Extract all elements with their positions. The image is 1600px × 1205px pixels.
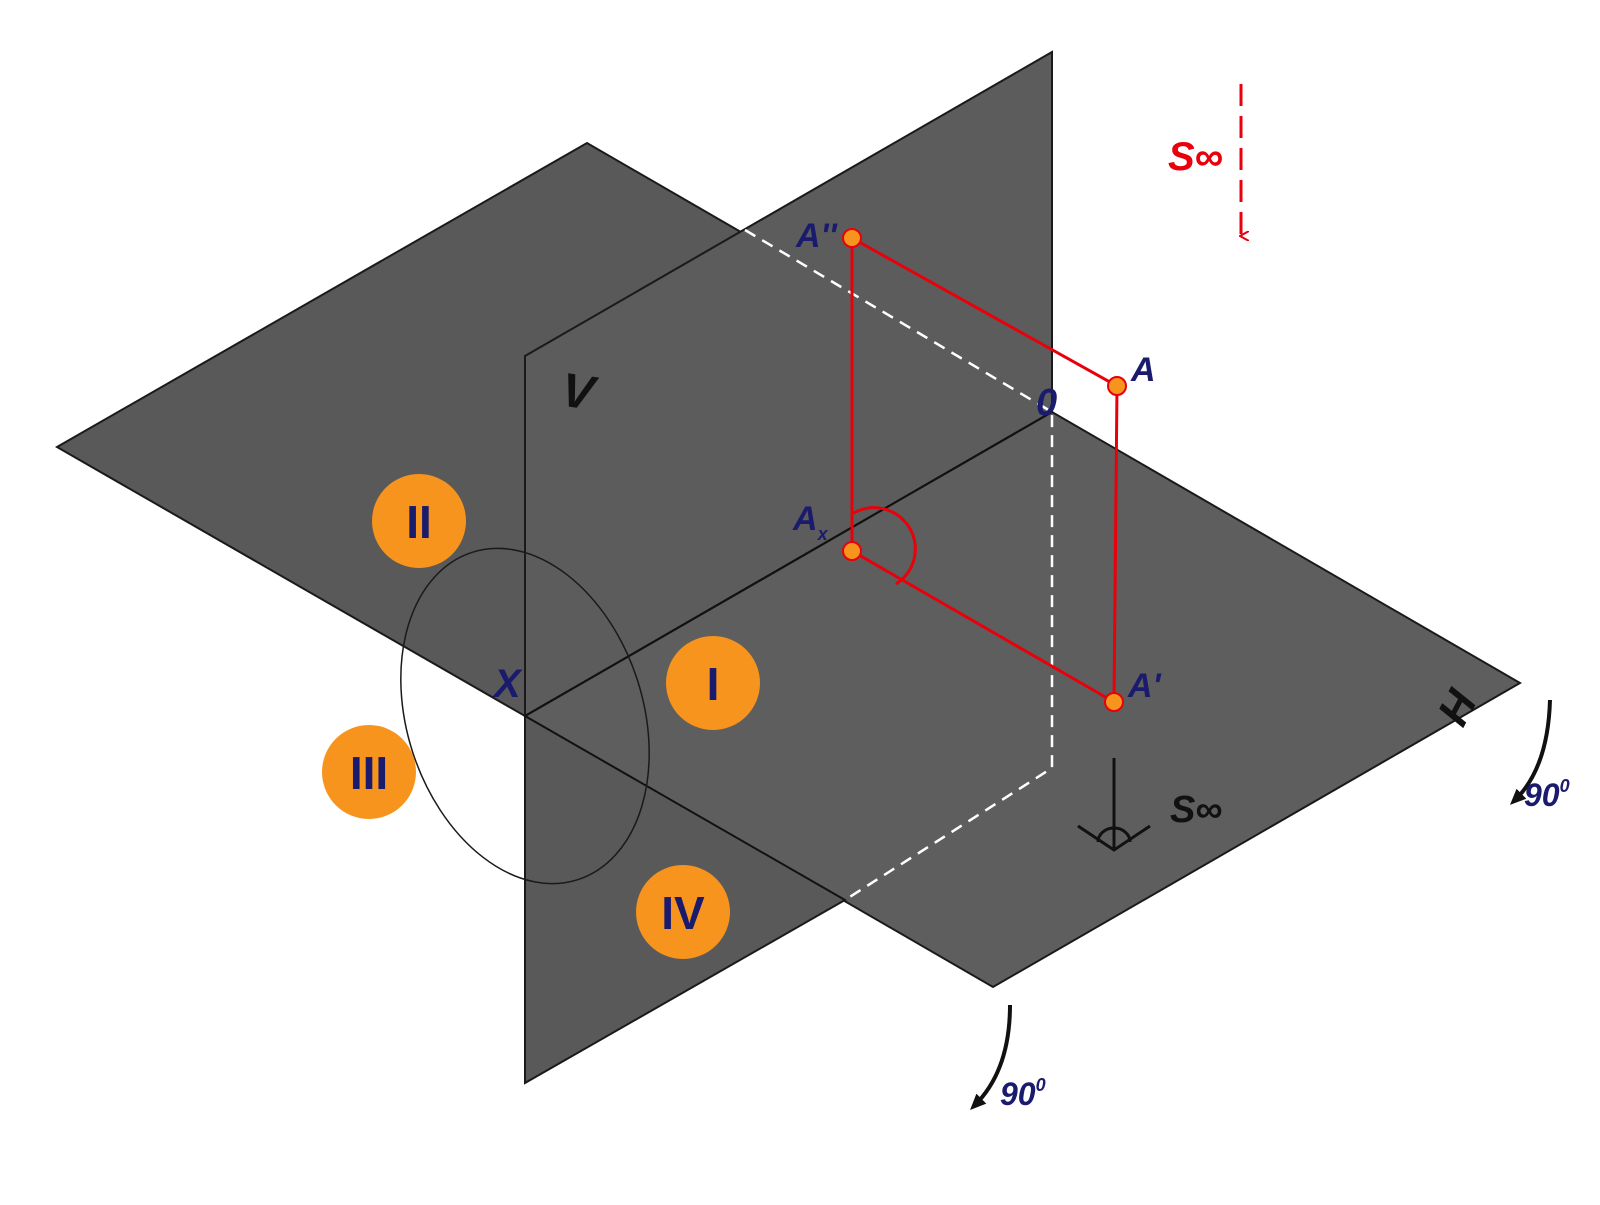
observer-eye-icon (1077, 758, 1151, 852)
label-ax: Ax (792, 500, 829, 544)
projection-direction-label-top: S∞ (1168, 135, 1223, 179)
quadrant-label-1: I (707, 658, 720, 710)
quadrant-ellipse (400, 547, 650, 885)
quadrant-badge-1: I (666, 636, 760, 730)
point-a-frontal (842, 228, 862, 248)
point-ax (842, 541, 862, 561)
quadrant-label-3: III (350, 747, 388, 799)
point-a-horizontal (1104, 692, 1124, 712)
rotation-arrow-bottom (970, 1004, 1012, 1110)
rotation-arrow-right (1509, 699, 1552, 805)
quadrant-badge-3: III (322, 725, 416, 819)
axis-x-label: X (492, 662, 523, 706)
quadrant-label-2: II (406, 496, 432, 548)
quadrant-label-4: IV (661, 887, 705, 939)
vertical-plane-edge-line (524, 715, 846, 901)
quadrant-badge-2: II (372, 474, 466, 568)
rotation-label-right: 900 (1524, 776, 1570, 813)
label-a-horizontal: A' (1127, 667, 1163, 705)
label-a-frontal: A'' (795, 217, 839, 255)
label-a: A (1130, 351, 1156, 389)
origin-label: 0 (1036, 382, 1057, 424)
point-a (1107, 376, 1127, 396)
axis-x-line (524, 411, 1053, 717)
right-angle-arc (851, 506, 917, 586)
quadrant-badge-4: IV (636, 865, 730, 959)
projection-points (842, 228, 1127, 712)
rotation-label-bottom: 900 (1000, 1075, 1046, 1112)
projection-direction-label-bottom: S∞ (1170, 789, 1222, 831)
projection-lines (850, 236, 1119, 704)
